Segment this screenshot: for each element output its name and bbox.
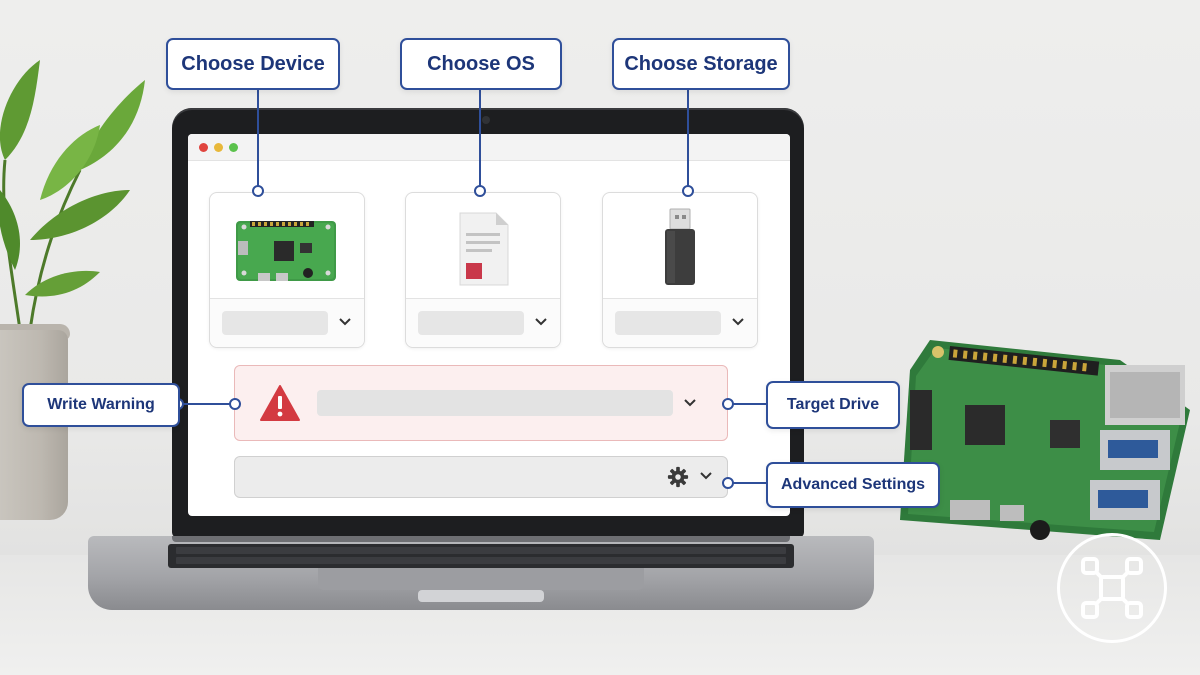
warning-triangle-icon <box>260 385 300 421</box>
chevron-down-icon <box>535 318 547 326</box>
os-select-value <box>418 311 524 335</box>
raspberry-pi-board-icon <box>236 221 336 281</box>
laptop-base <box>88 536 874 610</box>
laptop-keyboard <box>168 544 794 568</box>
advanced-settings-callout: Advanced Settings <box>766 462 940 508</box>
choose-device-callout: Choose Device <box>166 38 340 90</box>
chevron-down-icon <box>684 399 696 407</box>
laptop-trackpad-edge <box>318 568 644 590</box>
target-drive-warning-row[interactable] <box>234 365 728 441</box>
laptop-front-notch <box>418 590 544 602</box>
device-select[interactable] <box>210 298 364 347</box>
chevron-down-icon <box>339 318 351 326</box>
plant-leaves <box>0 60 145 331</box>
window-titlebar <box>188 134 790 161</box>
target-drive-value <box>317 390 673 416</box>
webcam <box>482 116 490 124</box>
storage-select-value <box>615 311 721 335</box>
laptop-lid <box>172 108 804 538</box>
write-warning-callout: Write Warning <box>22 383 180 427</box>
frame-corners-icon <box>1081 557 1143 619</box>
choose-device-card[interactable] <box>209 192 365 348</box>
choose-storage-card[interactable] <box>602 192 758 348</box>
app-window <box>188 134 790 516</box>
chevron-down-icon[interactable] <box>697 467 715 485</box>
close-window-button[interactable] <box>199 143 208 152</box>
maximize-window-button[interactable] <box>229 143 238 152</box>
laptop-hinge <box>172 536 790 542</box>
os-select[interactable] <box>406 298 560 347</box>
target-drive-callout: Target Drive <box>766 381 900 429</box>
potted-plant <box>0 40 150 520</box>
storage-select[interactable] <box>603 298 757 347</box>
device-select-value <box>222 311 328 335</box>
minimize-window-button[interactable] <box>214 143 223 152</box>
brand-badge <box>1057 533 1167 643</box>
document-icon <box>459 212 509 286</box>
usb-drive-icon <box>665 208 695 285</box>
gear-icon[interactable] <box>667 466 689 488</box>
chevron-down-icon <box>732 318 744 326</box>
raspberry-pi-board <box>900 340 1190 540</box>
choose-os-callout: Choose OS <box>400 38 562 90</box>
choose-os-card[interactable] <box>405 192 561 348</box>
advanced-settings-bar[interactable] <box>234 456 728 498</box>
choose-storage-callout: Choose Storage <box>612 38 790 90</box>
